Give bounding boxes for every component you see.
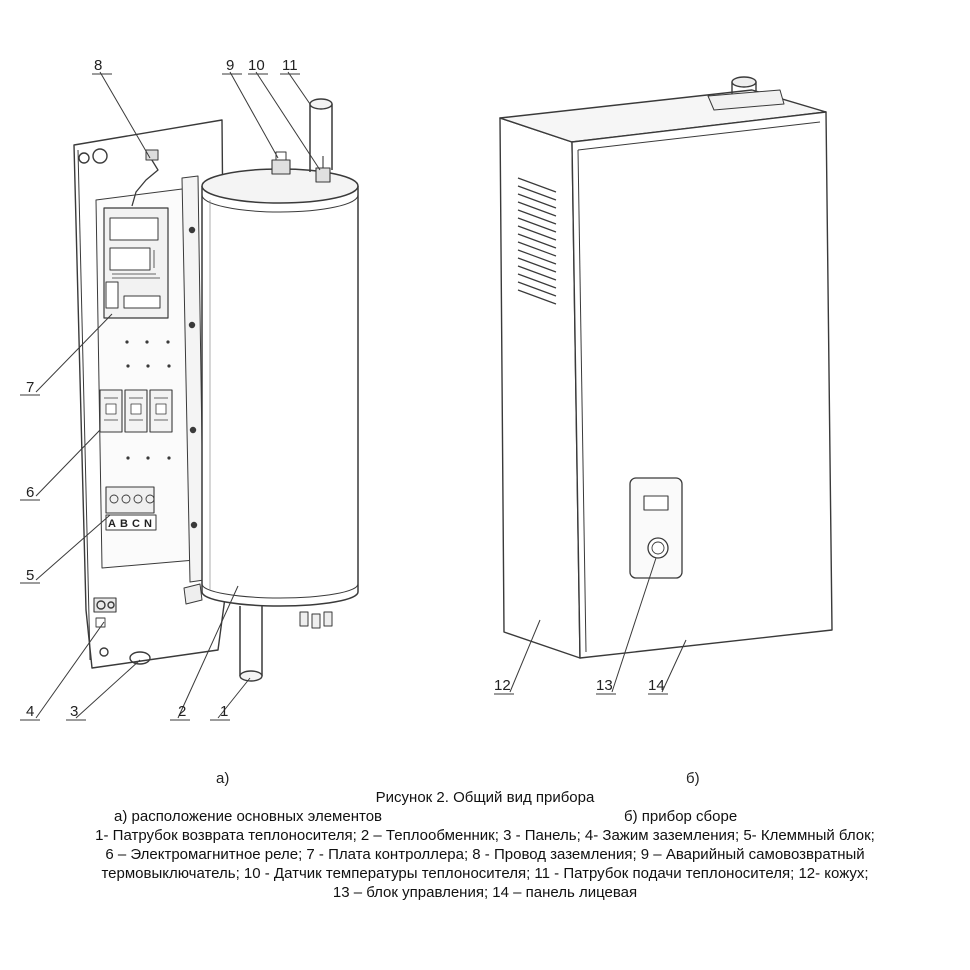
terminal-label-strip xyxy=(105,514,157,531)
back-panel-inner xyxy=(77,149,91,661)
supply-pipe-end xyxy=(309,98,333,110)
front-panel xyxy=(571,111,833,659)
caption-line: термовыключатель; 10 - Датчик температур… xyxy=(101,865,869,882)
board-dots xyxy=(125,340,171,460)
caption-sub-a: а) расположение основных элементов xyxy=(114,808,383,825)
heater-terminals xyxy=(299,611,333,629)
leader-lines-right xyxy=(494,557,687,695)
heat-exchanger-body xyxy=(201,186,359,607)
casing-side xyxy=(499,117,581,659)
caption-line: 6 – Электромагнитное реле; 7 - Плата кон… xyxy=(105,846,865,863)
return-pipe xyxy=(239,606,263,676)
heat-exchanger-bottom-rim xyxy=(201,583,359,599)
callout-label: 13 xyxy=(596,677,613,694)
caption-line: 13 – блок управления; 14 – панель лицева… xyxy=(332,884,638,901)
control-knob xyxy=(647,537,669,559)
callout-label: 4 xyxy=(26,703,34,720)
vent-slots xyxy=(517,177,557,305)
bottom-port-hole xyxy=(129,651,151,665)
terminal-letters: A B C N xyxy=(108,518,152,530)
safety-thermostat xyxy=(271,159,291,175)
mount-hole xyxy=(92,148,108,164)
bottom-bracket xyxy=(183,583,203,605)
terminal-letter: N xyxy=(144,518,152,530)
terminal-screws xyxy=(109,494,155,504)
sublabel-a: а) xyxy=(216,770,230,787)
figure-drawing: A B C N 1 2 3 4 5 6 7 8 9 10 11 xyxy=(20,57,833,721)
callout-label: 6 xyxy=(26,484,34,501)
bracket-screw xyxy=(188,321,196,329)
casing-top-bracket xyxy=(707,89,785,111)
left-callouts: 1 2 3 4 5 6 7 8 9 10 11 xyxy=(26,57,298,720)
callout-label: 12 xyxy=(494,677,511,694)
front-panel-edge xyxy=(577,149,587,653)
casing-top-pipe-end xyxy=(731,76,757,88)
right-view-drawing xyxy=(494,76,833,695)
left-view-drawing xyxy=(20,71,359,721)
board-connector xyxy=(123,295,161,309)
terminal-letter: A xyxy=(108,518,116,530)
callout-label: 10 xyxy=(248,57,265,74)
leader-lines xyxy=(20,71,321,721)
bracket-screw xyxy=(189,426,197,434)
caption-sub-b: б) прибор сборе xyxy=(624,808,738,825)
callout-label: 11 xyxy=(282,57,298,74)
right-callouts: 12 13 14 xyxy=(494,677,665,694)
mount-hole xyxy=(99,647,109,657)
callout-label: 8 xyxy=(94,57,102,74)
ground-wire-lug xyxy=(145,149,159,161)
relay-group xyxy=(99,389,173,433)
caption-title: Рисунок 2. Общий вид прибора xyxy=(375,789,595,806)
board-traces xyxy=(112,250,160,279)
callout-label: 2 xyxy=(178,703,186,720)
supply-pipe xyxy=(309,104,333,172)
ground-clamp-screw xyxy=(107,601,115,609)
callout-label: 9 xyxy=(226,57,234,74)
terminal-letter: B xyxy=(120,518,128,530)
control-unit xyxy=(629,477,683,579)
board-relay xyxy=(109,247,151,271)
caption-line: 1- Патрубок возврата теплоносителя; 2 – … xyxy=(95,827,875,844)
callout-label: 7 xyxy=(26,379,34,396)
bracket-screw xyxy=(190,521,198,529)
mount-hole xyxy=(78,152,90,164)
safety-thermostat-cap xyxy=(275,151,287,161)
control-unit-display xyxy=(643,495,669,511)
board-connector xyxy=(105,281,119,309)
callout-label: 1 xyxy=(220,703,228,720)
front-panel-top-edge xyxy=(577,121,821,151)
sublabel-b: б) xyxy=(686,770,700,787)
control-knob-inner xyxy=(651,541,665,555)
terminal-letter: C xyxy=(132,518,140,530)
callout-label: 5 xyxy=(26,567,34,584)
bracket-screw xyxy=(188,226,196,234)
figure-caption: Рисунок 2. Общий вид прибора а) располож… xyxy=(0,788,970,902)
callout-label: 3 xyxy=(70,703,78,720)
ground-clamp-screw xyxy=(96,600,106,610)
caption-subtitles: а) расположение основных элементов б) пр… xyxy=(0,807,970,826)
board-display xyxy=(109,217,159,241)
callout-label: 14 xyxy=(648,677,665,694)
return-pipe-end xyxy=(239,670,263,682)
temperature-sensor xyxy=(315,167,331,183)
ground-wire xyxy=(131,156,159,207)
